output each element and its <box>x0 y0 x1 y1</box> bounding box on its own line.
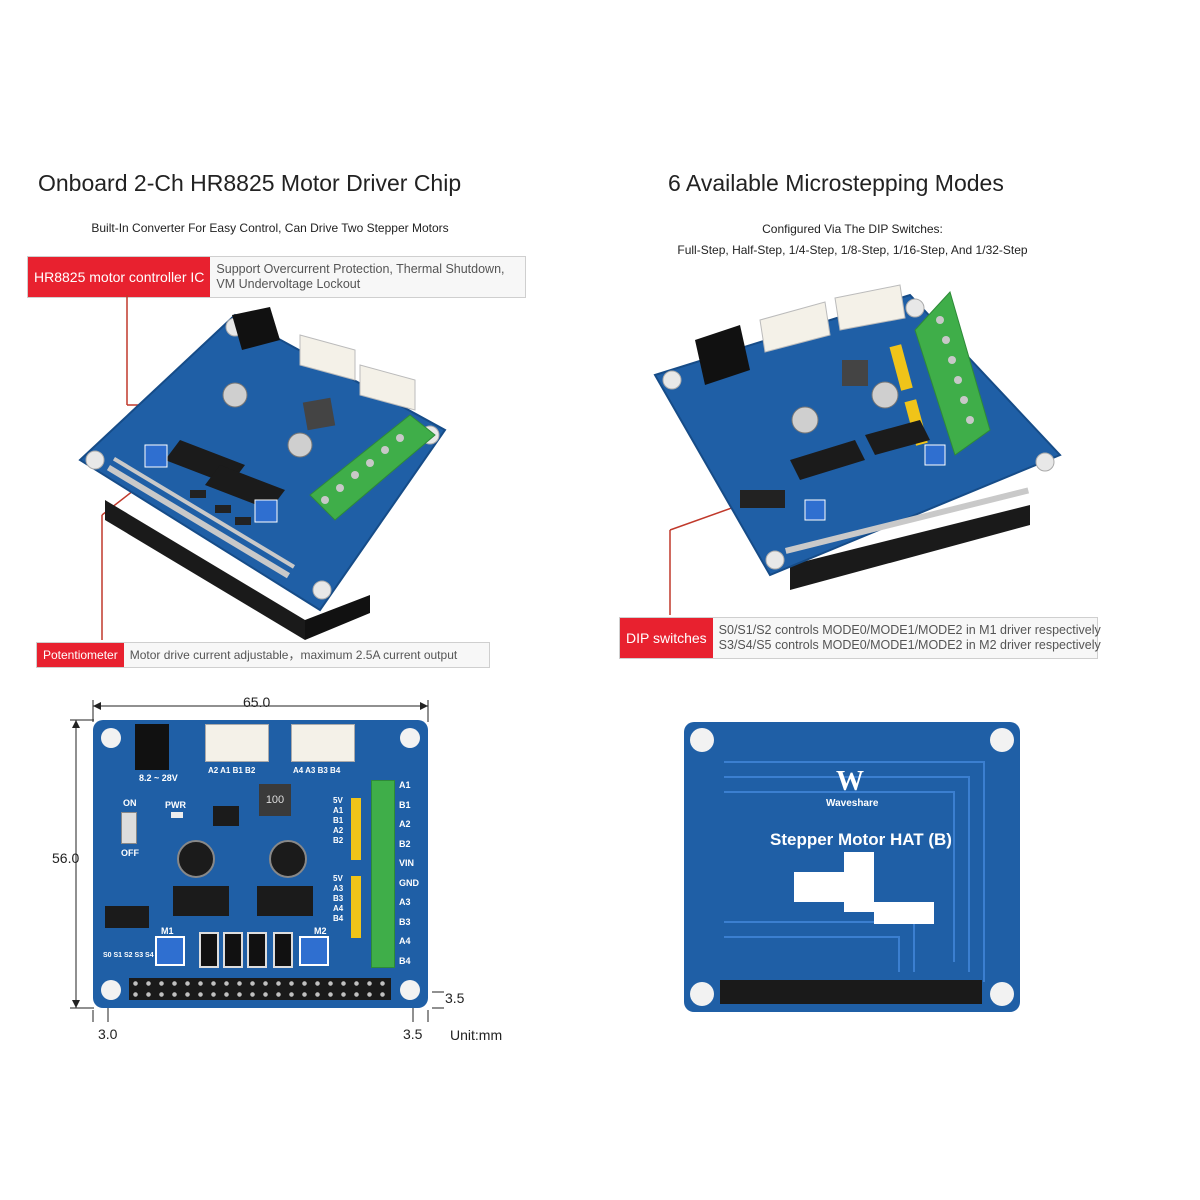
pcb-top-view: 8.2 ~ 28V A2 A1 B1 B2 A4 A3 B3 B4 ON OFF… <box>93 720 428 1008</box>
right-panel-subtitle2: Full-Step, Half-Step, 1/4-Step, 1/8-Step… <box>677 243 1028 257</box>
terminal-labels: A1 B1 A2 B2 VIN GND A3 B3 A4 B4 <box>399 780 419 966</box>
brand-label: Waveshare <box>826 798 879 809</box>
gpio-header <box>129 978 391 1000</box>
dip-switch <box>740 490 785 508</box>
callout-pot-line1: Motor drive current adjustable，maximum 2… <box>129 647 458 662</box>
header1-labels: 5V A1 B1 A2 B2 <box>333 796 344 845</box>
right-panel-title: 6 Available Microstepping Modes <box>668 170 1004 196</box>
capacitor-1 <box>177 840 215 878</box>
dim-hole-bottom: 3.5 <box>445 990 465 1006</box>
header2-labels: 5V A3 B3 A4 B4 <box>333 874 344 923</box>
driver-chip-m2 <box>257 886 313 916</box>
motor-connector-1 <box>205 724 269 762</box>
callout-dip-line2: S3/S4/S5 controls MODE0/MODE1/MODE2 in M… <box>718 638 1101 652</box>
pwr-led <box>171 812 183 818</box>
pwr-label: PWR <box>165 800 186 810</box>
resistor-1 <box>199 932 219 968</box>
pcb <box>78 313 447 612</box>
dip-switch <box>105 906 149 928</box>
yellow-header-1 <box>351 798 361 860</box>
callout-chip: HR8825 motor controller IC Support Overc… <box>27 256 526 298</box>
driver-chip-m1 <box>173 886 229 916</box>
left-panel-title: Onboard 2-Ch HR8825 Motor Driver Chip <box>38 170 462 196</box>
waveshare-logo: W <box>836 766 864 797</box>
dim-hole-right: 3.5 <box>403 1026 423 1042</box>
pcb-back-view: W Waveshare Stepper Motor HAT (B) <box>684 722 1020 1012</box>
product-label: Stepper Motor HAT (B) <box>770 830 952 849</box>
dc-jack <box>135 724 169 770</box>
callout-dip-tag: DIP switches <box>620 618 713 658</box>
right-panel-subtitle1: Configured Via The DIP Switches: <box>762 222 943 236</box>
dimension-drawing: 65.0 56.0 3.0 3.5 3.5 Unit:mm 8.2 ~ 28V … <box>52 690 530 1050</box>
m1-label: M1 <box>161 926 174 936</box>
callout-pot-tag: Potentiometer <box>37 643 124 667</box>
inductor: 100 <box>259 784 291 816</box>
board-photo-front-right <box>653 284 1062 615</box>
resistor-2 <box>223 932 243 968</box>
potentiometer-m1 <box>155 936 185 966</box>
on-label: ON <box>123 798 137 808</box>
callout-pot: Potentiometer Motor drive current adjust… <box>36 642 490 668</box>
off-label: OFF <box>121 848 139 858</box>
power-switch <box>121 812 137 844</box>
callout-dip: DIP switches S0/S1/S2 controls MODE0/MOD… <box>619 617 1101 659</box>
dim-height: 56.0 <box>52 850 80 866</box>
unit-label: Unit:mm <box>450 1027 503 1043</box>
resistor-3 <box>247 932 267 968</box>
dim-hole-left: 3.0 <box>98 1026 118 1042</box>
capacitor-2 <box>269 840 307 878</box>
conn1-label: A2 A1 B1 B2 <box>208 766 256 775</box>
converter-chip <box>213 806 239 826</box>
callout-chip-line2: VM Undervoltage Lockout <box>216 277 361 291</box>
potentiometer-m2 <box>299 936 329 966</box>
motor-connector-2 <box>291 724 355 762</box>
board-photo-front-left <box>78 295 447 640</box>
callout-chip-line1: Support Overcurrent Protection, Thermal … <box>216 262 505 276</box>
conn2-label: A4 A3 B3 B4 <box>293 766 341 775</box>
dim-width: 65.0 <box>243 694 271 710</box>
left-panel-subtitle: Built-In Converter For Easy Control, Can… <box>91 221 449 235</box>
callout-dip-line1: S0/S1/S2 controls MODE0/MODE1/MODE2 in M… <box>718 623 1101 637</box>
gpio-header-back <box>720 980 982 1004</box>
resistor-4 <box>273 932 293 968</box>
voltage-label: 8.2 ~ 28V <box>139 773 178 783</box>
callout-chip-tag: HR8825 motor controller IC <box>28 257 211 297</box>
yellow-header-2 <box>351 876 361 938</box>
screw-terminal <box>371 780 395 968</box>
dip-label: S0 S1 S2 S3 S4 S5 <box>103 952 165 959</box>
m2-label: M2 <box>314 926 327 936</box>
